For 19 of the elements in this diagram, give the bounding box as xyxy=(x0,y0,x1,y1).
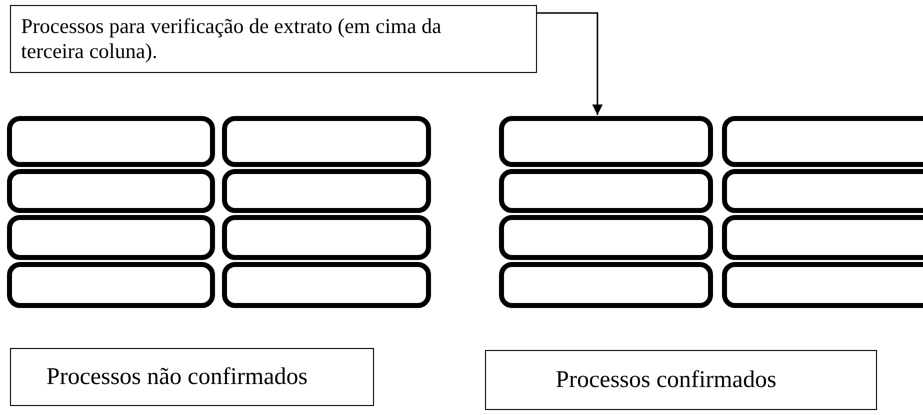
label-box: Processos não confirmados xyxy=(10,348,374,406)
rounded-box xyxy=(499,262,713,308)
rounded-box xyxy=(499,215,713,260)
rounded-box xyxy=(7,116,215,167)
callout-box: Processos para verificação de extrato (em cima da terceira coluna). xyxy=(10,5,537,73)
rounded-box xyxy=(722,116,923,167)
rounded-box xyxy=(222,215,431,260)
rounded-box xyxy=(722,169,923,213)
rounded-box xyxy=(722,215,923,260)
label-box: Processos confirmados xyxy=(485,350,877,410)
rounded-box xyxy=(7,215,215,260)
arrow xyxy=(537,12,603,115)
rounded-box xyxy=(499,169,713,213)
rounded-box xyxy=(7,169,215,213)
rounded-box xyxy=(722,262,923,308)
rounded-box xyxy=(222,262,431,308)
rounded-box xyxy=(222,116,431,167)
rounded-box xyxy=(7,262,215,308)
rounded-box xyxy=(222,169,431,213)
